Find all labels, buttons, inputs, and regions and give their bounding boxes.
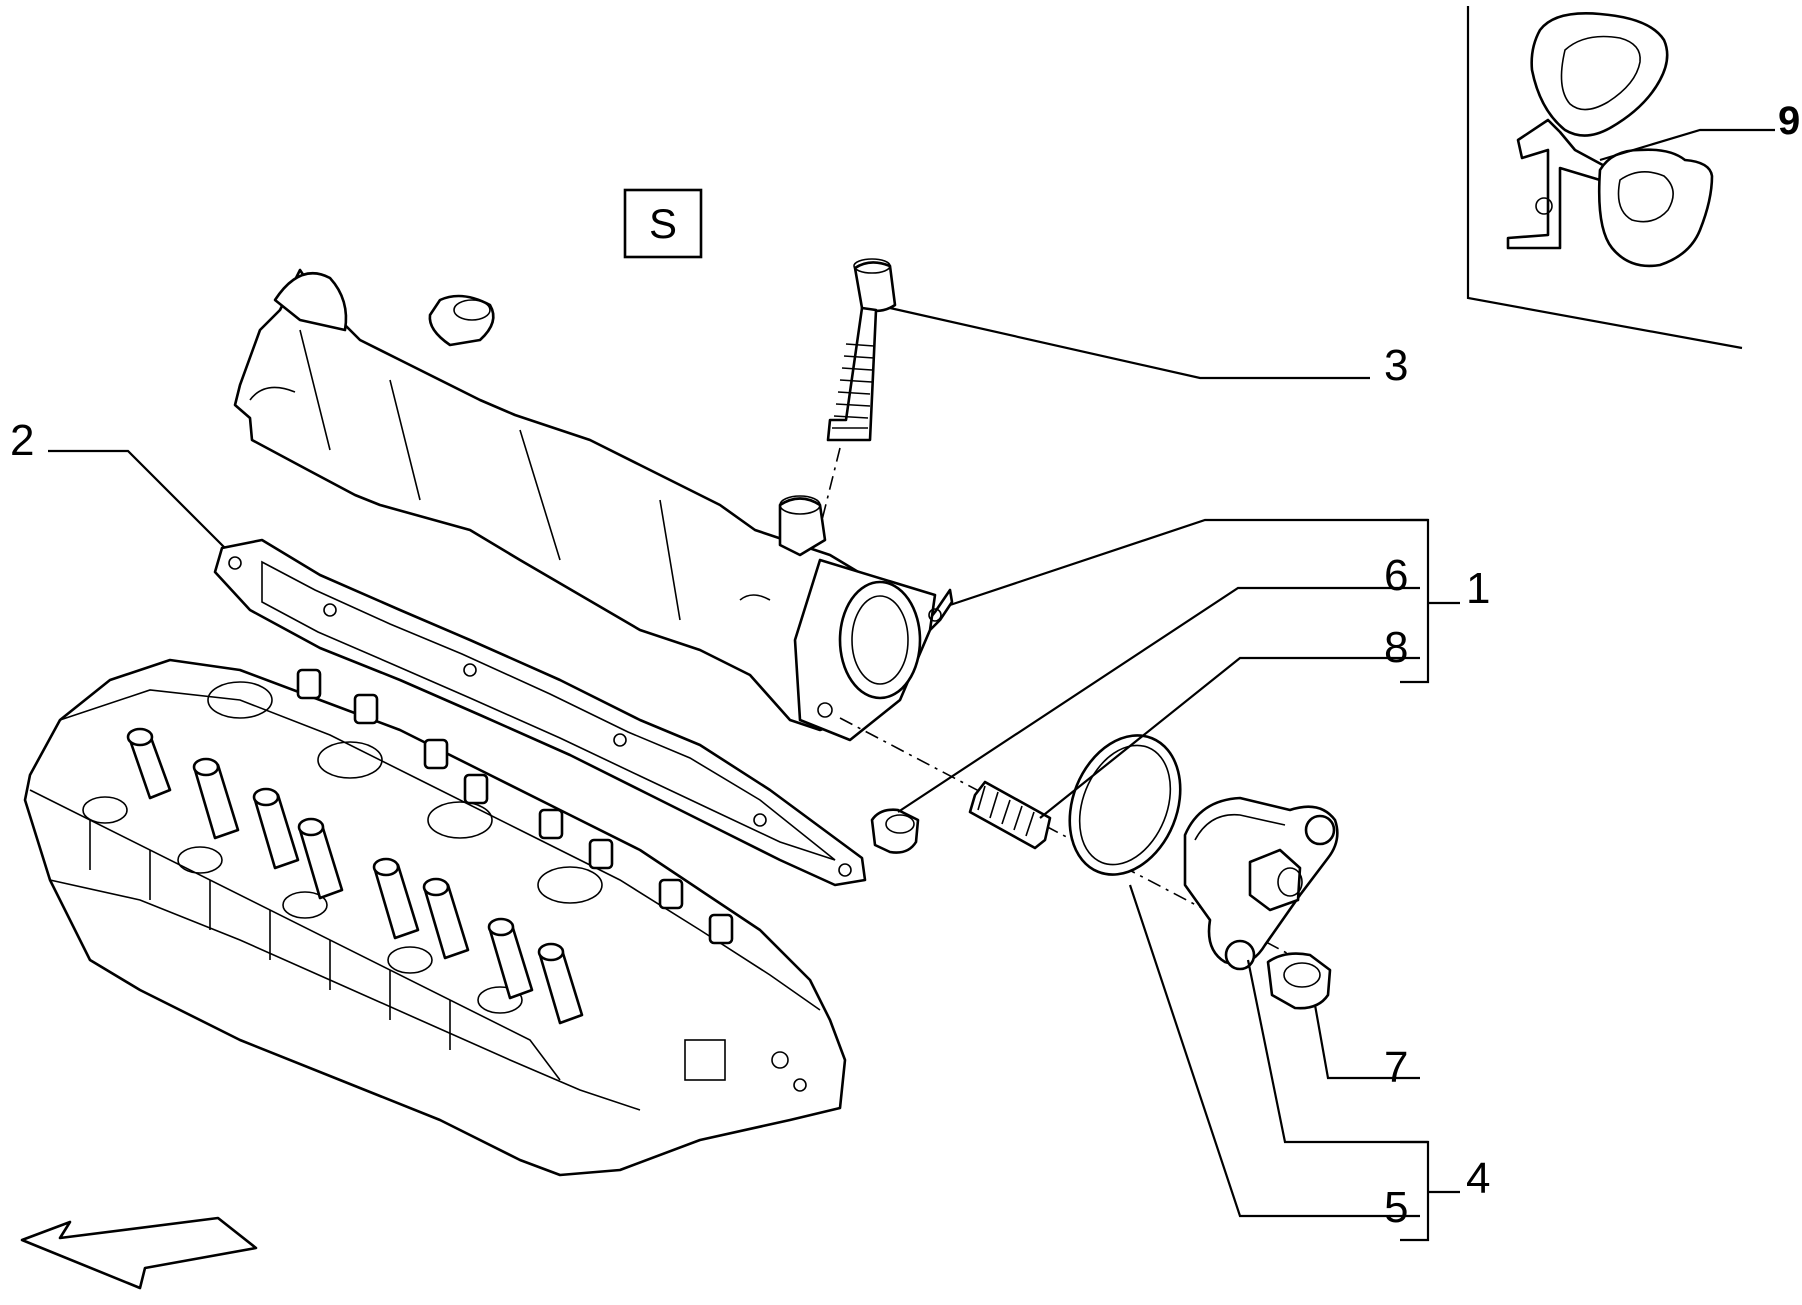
callouts: 2 3 6 1 8 7 4 5 9 bbox=[10, 99, 1800, 1232]
valve-springs bbox=[126, 727, 584, 1025]
callout-2: 2 bbox=[10, 416, 34, 465]
leader-5 bbox=[1128, 884, 1420, 1218]
callout-7: 7 bbox=[1384, 1043, 1408, 1092]
leader-6 bbox=[897, 586, 1420, 813]
leader-7 bbox=[1313, 1004, 1420, 1080]
leader-lines bbox=[48, 128, 1775, 1242]
callout-8: 8 bbox=[1384, 623, 1408, 672]
bracket-1 bbox=[1400, 518, 1430, 684]
callout-5: 5 bbox=[1384, 1183, 1408, 1232]
cylinder-head bbox=[23, 658, 847, 1177]
tappets bbox=[296, 668, 734, 945]
stud-part bbox=[968, 780, 1052, 850]
plug-part bbox=[870, 808, 920, 854]
cover-gasket-part bbox=[213, 538, 867, 887]
inset-frame bbox=[1466, 6, 1743, 350]
nut-part bbox=[1266, 952, 1332, 1010]
leader-3 bbox=[889, 306, 1370, 380]
section-marker-label: S bbox=[649, 200, 677, 247]
bolt-part bbox=[821, 258, 897, 521]
leader-8 bbox=[1039, 656, 1420, 819]
o-ring-part bbox=[1068, 734, 1182, 876]
section-marker: S bbox=[623, 188, 703, 259]
callout-3: 3 bbox=[1384, 341, 1408, 390]
leader-2 bbox=[48, 449, 226, 549]
callout-9: 9 bbox=[1778, 99, 1800, 143]
leader-9 bbox=[1599, 128, 1775, 162]
front-direction-arrow-icon bbox=[20, 1216, 258, 1290]
callout-4: 4 bbox=[1466, 1154, 1490, 1203]
bracket-part bbox=[1506, 12, 1714, 268]
valve-cover-part bbox=[233, 268, 954, 742]
thermostat-housing-part bbox=[1183, 796, 1339, 971]
callout-1: 1 bbox=[1466, 564, 1490, 613]
leader-4-housing bbox=[1246, 959, 1428, 1144]
leader-1 bbox=[949, 518, 1428, 607]
callout-6: 6 bbox=[1384, 551, 1408, 600]
